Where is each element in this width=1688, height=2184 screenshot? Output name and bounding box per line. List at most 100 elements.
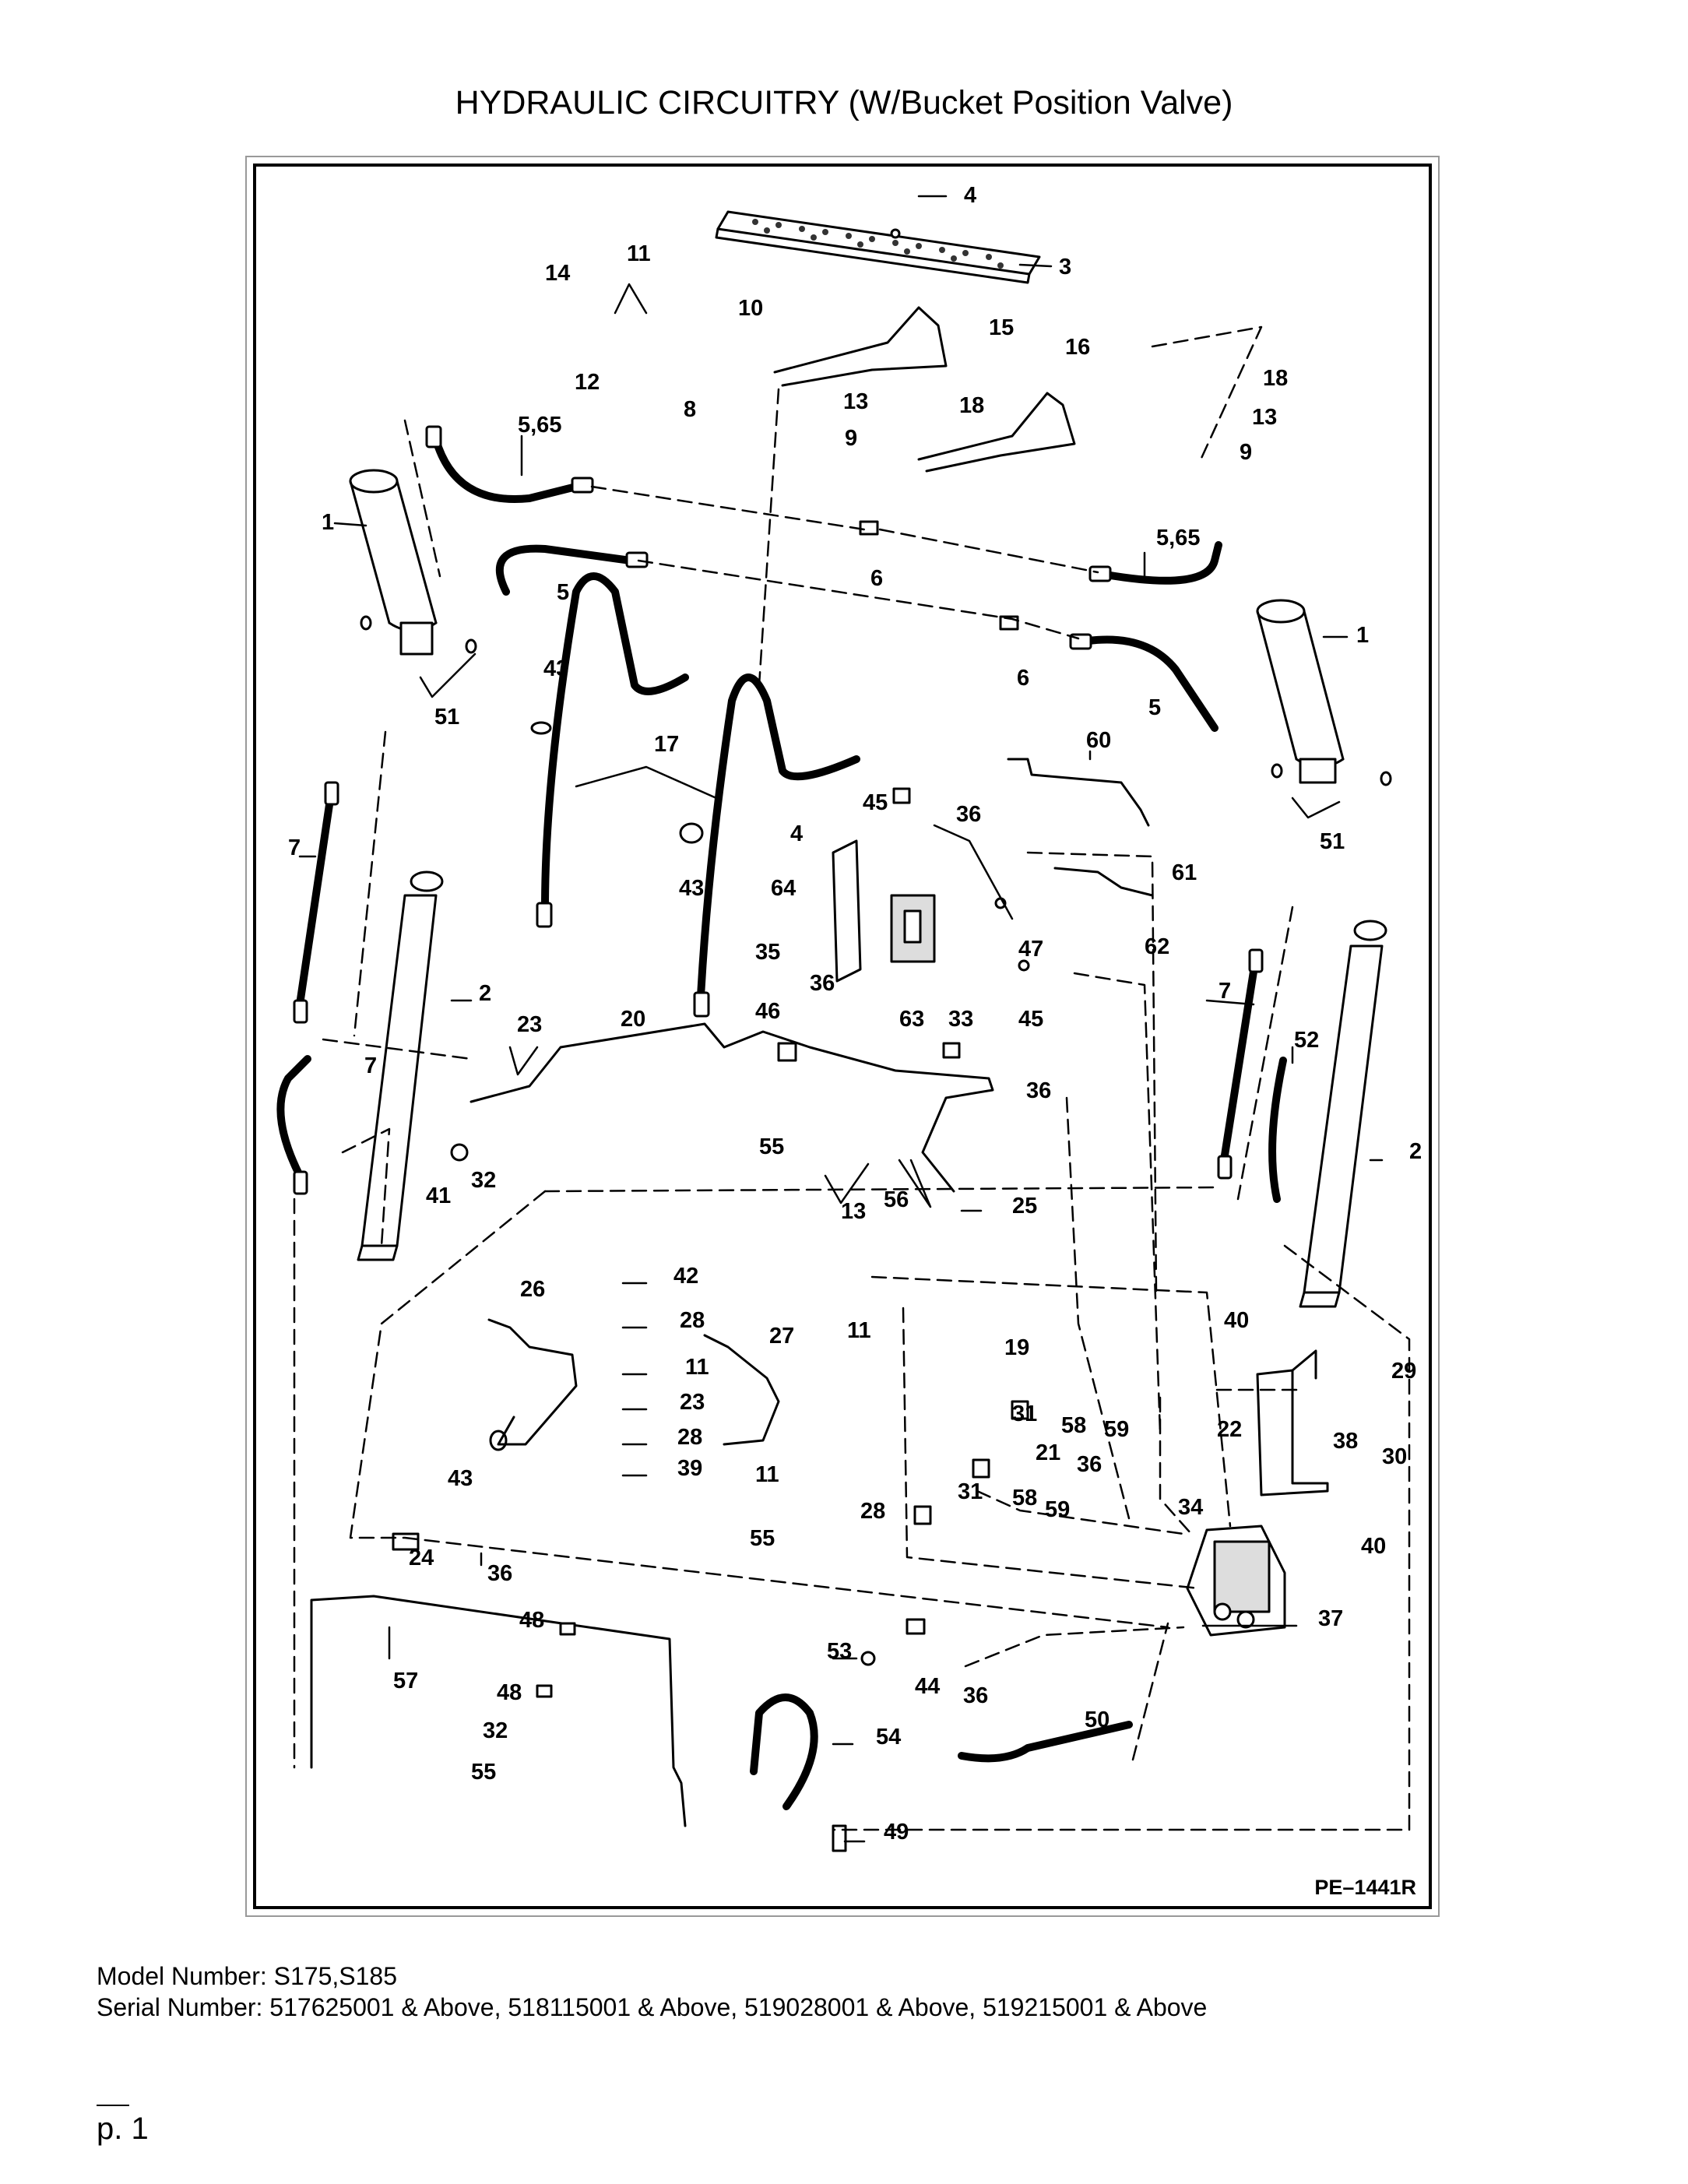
callout-36: 36 [963, 1683, 988, 1708]
callout-28: 28 [860, 1499, 885, 1524]
callout-48: 48 [519, 1608, 544, 1633]
callout-58: 58 [1061, 1413, 1086, 1438]
callout-41: 41 [426, 1183, 451, 1208]
top-plate [715, 210, 1041, 284]
callout-50: 50 [1085, 1707, 1110, 1732]
hose-fittings [293, 425, 1264, 1195]
leader-lines [298, 195, 1384, 1843]
callout-59: 59 [1104, 1417, 1129, 1442]
callout-16: 16 [1065, 335, 1090, 360]
callout-7: 7 [364, 1053, 377, 1078]
callout-29: 29 [1391, 1359, 1416, 1384]
routing-lines [293, 325, 1411, 1831]
callout-13: 13 [841, 1199, 866, 1224]
callout-27: 27 [769, 1324, 794, 1349]
callout-20: 20 [621, 1007, 645, 1032]
callout-56: 56 [884, 1187, 909, 1212]
tilt-cylinder-left [357, 870, 444, 1261]
callout-57: 57 [393, 1669, 418, 1693]
callout-9: 9 [845, 426, 857, 451]
callout-9: 9 [1240, 440, 1252, 465]
callout-51: 51 [434, 705, 459, 730]
callout-51: 51 [1320, 829, 1345, 854]
callout-18: 18 [1263, 366, 1288, 391]
callout-10: 10 [738, 296, 763, 321]
callout-45: 45 [863, 790, 888, 815]
callout-62: 62 [1145, 934, 1169, 959]
callout-55: 55 [750, 1526, 775, 1551]
callout-55: 55 [759, 1134, 784, 1159]
page-number: p. 1 [97, 2112, 149, 2146]
callout-42: 42 [673, 1264, 698, 1289]
callout-36: 36 [487, 1561, 512, 1586]
callout-11: 11 [627, 241, 651, 266]
callout-23: 23 [680, 1390, 705, 1415]
callout-32: 32 [471, 1168, 496, 1193]
callout-2: 2 [1409, 1139, 1422, 1164]
callout-38: 38 [1333, 1429, 1358, 1454]
callout-31: 31 [1012, 1401, 1037, 1426]
callout-6: 6 [1017, 666, 1029, 691]
callout-36: 36 [1077, 1452, 1102, 1477]
page-rule [97, 2105, 129, 2106]
callout-5: 5 [557, 580, 569, 605]
callout-53: 53 [827, 1639, 852, 1664]
callout-28: 28 [677, 1425, 702, 1450]
callout-8: 8 [684, 397, 696, 422]
callout-61: 61 [1172, 860, 1197, 885]
callout-5-65: 5,65 [1156, 526, 1200, 550]
callout-49: 49 [884, 1820, 909, 1845]
callout-23: 23 [517, 1012, 542, 1037]
callout-5: 5 [1148, 695, 1161, 720]
callout-25: 25 [1012, 1194, 1037, 1219]
callout-21: 21 [1036, 1440, 1060, 1465]
callout-14: 14 [545, 261, 570, 286]
callout-36: 36 [956, 802, 981, 827]
callout-24: 24 [409, 1546, 434, 1570]
callout-39: 39 [677, 1456, 702, 1481]
callout-26: 26 [520, 1277, 545, 1302]
callout-22: 22 [1217, 1417, 1242, 1442]
callout-19: 19 [1004, 1335, 1029, 1360]
callout-1: 1 [322, 510, 334, 535]
callout-48: 48 [497, 1680, 522, 1705]
callout-12: 12 [575, 370, 600, 395]
callout-11: 11 [847, 1318, 871, 1343]
lift-cylinder-left [349, 469, 438, 656]
callout-54: 54 [876, 1725, 901, 1750]
drawing-code: PE–1441R [1314, 1876, 1416, 1899]
callout-31: 31 [958, 1479, 983, 1504]
tilt-cylinder-right [1299, 920, 1387, 1308]
callout-7: 7 [1219, 979, 1231, 1004]
callout-60: 60 [1086, 728, 1111, 753]
callout-6: 6 [870, 566, 883, 591]
callout-35: 35 [755, 940, 780, 965]
callout-18: 18 [959, 393, 984, 418]
callout-11: 11 [685, 1355, 709, 1380]
callout-43: 43 [679, 876, 704, 901]
callout-55: 55 [471, 1760, 496, 1785]
model-number: Model Number: S175,S185 [97, 1962, 397, 1990]
callout-47: 47 [1018, 937, 1043, 962]
callout-4: 4 [964, 183, 976, 208]
rigid-tubes [310, 306, 1154, 1827]
callout-30: 30 [1382, 1444, 1407, 1469]
callout-63: 63 [899, 1007, 924, 1032]
callout-43: 43 [448, 1466, 473, 1491]
lift-cylinder-right [1256, 599, 1345, 784]
hydraulic-hoses [276, 436, 1287, 1810]
fittings [392, 228, 1030, 1852]
callout-34: 34 [1178, 1495, 1203, 1520]
callout-7: 7 [288, 835, 301, 860]
diagram-frame-inner: PE–1441R [253, 164, 1432, 1909]
callout-4: 4 [790, 821, 803, 846]
callout-13: 13 [843, 389, 868, 414]
callout-17: 17 [654, 732, 679, 757]
callout-40: 40 [1224, 1308, 1249, 1333]
callout-1: 1 [1356, 623, 1369, 648]
callout-5-65: 5,65 [518, 413, 561, 438]
callout-52: 52 [1294, 1028, 1319, 1053]
serial-number: Serial Number: 517625001 & Above, 518115… [97, 1993, 1208, 2021]
